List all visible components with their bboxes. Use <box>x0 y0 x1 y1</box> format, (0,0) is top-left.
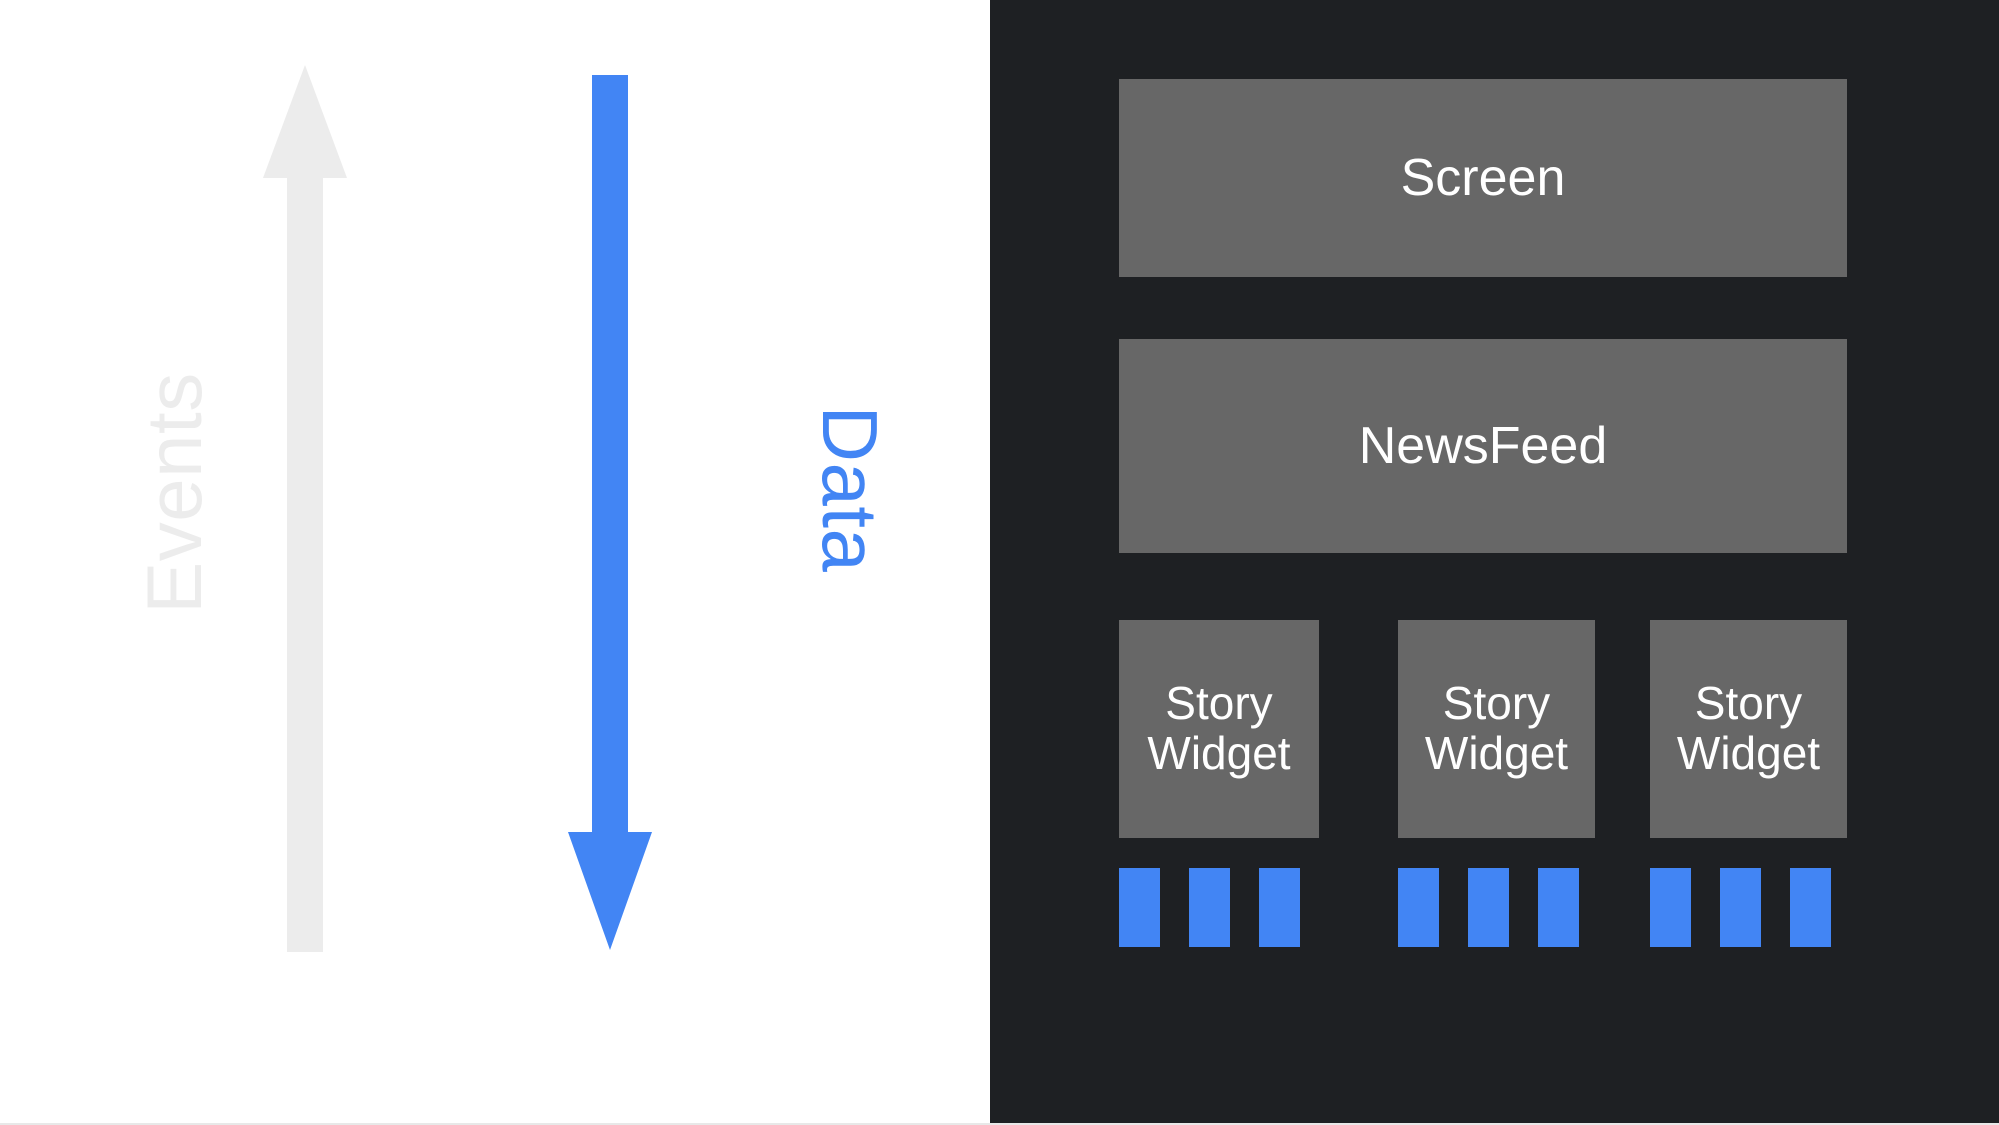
node-story-widget-2[interactable]: Story Widget <box>1398 620 1595 838</box>
story-widget-2-chip-2[interactable] <box>1468 868 1509 947</box>
data-label: Data <box>806 405 894 573</box>
flow-legend-pane: Events Data <box>0 0 990 1123</box>
node-story-widget-2-line1: Story <box>1442 677 1551 730</box>
node-screen-label: Screen <box>1400 148 1566 207</box>
events-arrow-icon <box>263 65 347 952</box>
node-story-widget-2-line2: Widget <box>1424 727 1569 779</box>
story-widget-1-chip-3[interactable] <box>1259 868 1300 947</box>
node-screen[interactable]: Screen <box>1119 79 1847 277</box>
node-story-widget-2-label: Story Widget <box>1419 677 1574 779</box>
node-story-widget-3-line2: Widget <box>1676 727 1821 779</box>
story-widget-2-chip-1[interactable] <box>1398 868 1439 947</box>
story-widget-3-chip-1[interactable] <box>1650 868 1691 947</box>
story-widget-3-chip-2[interactable] <box>1720 868 1761 947</box>
widget-tree-pane: Screen NewsFeed Story Widget Story Widge… <box>990 0 1999 1123</box>
node-story-widget-1[interactable]: Story Widget <box>1119 620 1319 838</box>
story-widget-1-chip-row <box>1119 868 1329 947</box>
node-story-widget-3[interactable]: Story Widget <box>1650 620 1847 838</box>
story-widget-3-chip-3[interactable] <box>1790 868 1831 947</box>
node-story-widget-1-line1: Story <box>1165 677 1273 730</box>
node-story-widget-1-label: Story Widget <box>1141 677 1296 779</box>
node-story-widget-1-line2: Widget <box>1147 727 1291 779</box>
node-story-widget-3-line1: Story <box>1694 677 1803 730</box>
story-widget-1-chip-1[interactable] <box>1119 868 1160 947</box>
story-widget-3-chip-row <box>1650 868 1860 947</box>
events-label: Events <box>130 372 218 614</box>
story-widget-2-chip-3[interactable] <box>1538 868 1579 947</box>
node-newsfeed[interactable]: NewsFeed <box>1119 339 1847 553</box>
node-newsfeed-label: NewsFeed <box>1358 416 1608 475</box>
data-arrow-icon <box>568 75 652 950</box>
story-widget-2-chip-row <box>1398 868 1608 947</box>
node-story-widget-3-label: Story Widget <box>1671 677 1826 779</box>
story-widget-1-chip-2[interactable] <box>1189 868 1230 947</box>
